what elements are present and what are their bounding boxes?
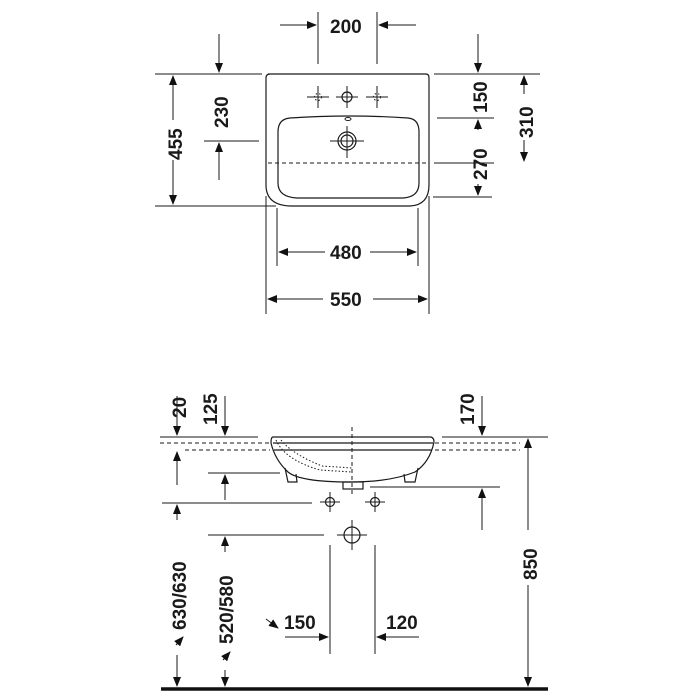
basin-outline [265, 73, 430, 207]
bowl-outline [277, 115, 420, 199]
dim-overall-width: 550 [330, 290, 362, 311]
dim-rim-to-foot: 170 [458, 393, 479, 425]
dim-supply-height: 630/630 [170, 561, 191, 630]
tap-hole-centre [336, 86, 358, 108]
tap-hole-left [307, 86, 329, 108]
dim-tap-to-bowl: 230 [212, 96, 233, 128]
dim-installation-height: 850 [521, 548, 542, 580]
arrow-waste [221, 651, 231, 662]
dim-rim-thickness: 20 [170, 397, 191, 418]
dim-overall-depth: 455 [166, 128, 187, 160]
arrow-supply [174, 636, 184, 647]
dim-bowl-width: 480 [330, 243, 362, 264]
dim-tap-spacing: 200 [330, 17, 362, 38]
drain-hole [330, 126, 364, 158]
tap-hole-right [366, 86, 388, 108]
arrow-offset-left [265, 618, 279, 629]
dim-rear-to-centre: 310 [517, 106, 538, 138]
dim-rim-to-supply: 125 [201, 393, 222, 425]
overflow-mark [344, 117, 352, 121]
dim-waste-left-offset: 150 [284, 613, 316, 634]
side-view: 20 125 170 630/630 520/580 150 120 850 [160, 393, 548, 691]
dim-bowl-depth: 270 [471, 148, 492, 180]
supply-hole-right [365, 492, 385, 512]
supply-hole-left [320, 492, 340, 512]
dim-tap-to-overflow: 150 [471, 81, 492, 113]
dim-waste-right-offset: 120 [386, 613, 418, 634]
top-view: 200 455 230 150 270 310 480 [155, 12, 540, 314]
waste-outlet [337, 520, 367, 550]
dim-waste-height: 520/580 [217, 575, 238, 644]
